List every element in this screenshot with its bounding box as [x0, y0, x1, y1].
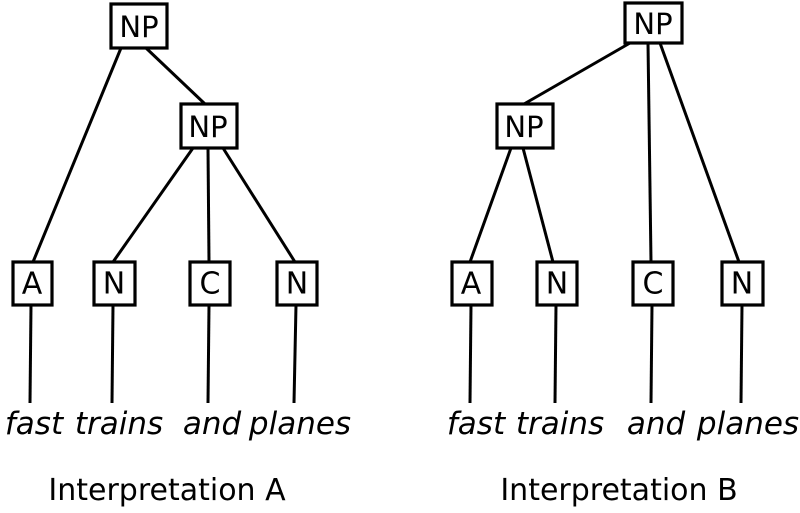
- word-stem: [468, 304, 473, 404]
- tree-a-word: fast: [5, 406, 65, 442]
- tree-a-word: trains: [75, 406, 163, 442]
- tree-b-leaf-nodes: A N C N: [450, 260, 765, 307]
- tree-a-leaf-label: N: [286, 267, 308, 302]
- tree-edge: [111, 147, 195, 263]
- tree-a-word: planes: [248, 406, 351, 442]
- tree-b-leaf-box: [720, 260, 765, 307]
- tree-b-word: planes: [696, 406, 799, 442]
- tree-a-root-label: NP: [119, 10, 158, 44]
- tree-a-words: fast trains and planes: [5, 406, 351, 442]
- tree-edge: [221, 147, 297, 263]
- tree-b-inner-node: NP: [495, 102, 555, 150]
- tree-b-edges: [468, 41, 744, 404]
- tree-a-inner-node: NP: [179, 102, 239, 150]
- tree-edge: [658, 42, 741, 263]
- tree-a-caption: Interpretation A: [48, 473, 286, 508]
- tree-b-caption: Interpretation B: [500, 473, 737, 508]
- tree-edge: [523, 41, 631, 106]
- tree-b-leaf-label: A: [461, 267, 482, 302]
- tree-b-root-node: NP: [623, 1, 684, 45]
- tree-b-leaf-box: [631, 260, 675, 307]
- tree-b-root-label: NP: [633, 7, 672, 41]
- word-stem: [553, 304, 558, 404]
- tree-a-root-node: NP: [109, 2, 169, 50]
- tree-b-words: fast trains and planes: [447, 406, 799, 442]
- tree-b-root-box: [623, 1, 684, 45]
- tree-b: NP NP A N C N fast trains and plane: [447, 1, 799, 508]
- tree-a-leaf-box: [92, 260, 137, 307]
- tree-b-inner-box: [495, 102, 555, 150]
- tree-b-leaf-box: [450, 260, 494, 307]
- tree-a-inner-box: [179, 102, 239, 150]
- tree-b-inner-label: NP: [504, 110, 543, 144]
- word-stem: [28, 304, 33, 404]
- tree-a: NP NP A N C N fast trains and plane: [5, 2, 351, 508]
- tree-a-leaf-nodes: A N C N: [11, 260, 319, 307]
- tree-a-leaf-box: [275, 260, 319, 307]
- tree-a-leaf-label: N: [103, 267, 125, 302]
- tree-edge: [521, 147, 555, 263]
- tree-a-word: and: [183, 406, 242, 442]
- tree-a-edges: [28, 46, 298, 404]
- tree-a-root-box: [109, 2, 169, 50]
- tree-edge: [646, 42, 653, 263]
- word-stem: [739, 304, 744, 404]
- word-stem: [649, 304, 654, 404]
- word-stem: [110, 304, 115, 404]
- tree-b-word: fast: [447, 406, 507, 442]
- tree-edge: [144, 46, 207, 106]
- tree-a-inner-label: NP: [188, 110, 227, 144]
- tree-b-word: trains: [516, 406, 604, 442]
- word-stem: [292, 304, 298, 404]
- tree-a-leaf-box: [11, 260, 54, 307]
- tree-b-leaf-label: N: [731, 267, 753, 302]
- tree-edge: [31, 47, 123, 263]
- tree-a-leaf-box: [188, 260, 232, 307]
- tree-a-leaf-label: C: [200, 267, 221, 302]
- tree-b-leaf-box: [535, 260, 579, 307]
- tree-edge: [206, 147, 211, 263]
- tree-b-leaf-label: N: [546, 267, 568, 302]
- word-stem: [206, 304, 211, 404]
- tree-a-leaf-label: A: [22, 267, 43, 302]
- tree-b-leaf-label: C: [643, 267, 664, 302]
- tree-b-word: and: [627, 406, 686, 442]
- tree-edge: [468, 147, 513, 263]
